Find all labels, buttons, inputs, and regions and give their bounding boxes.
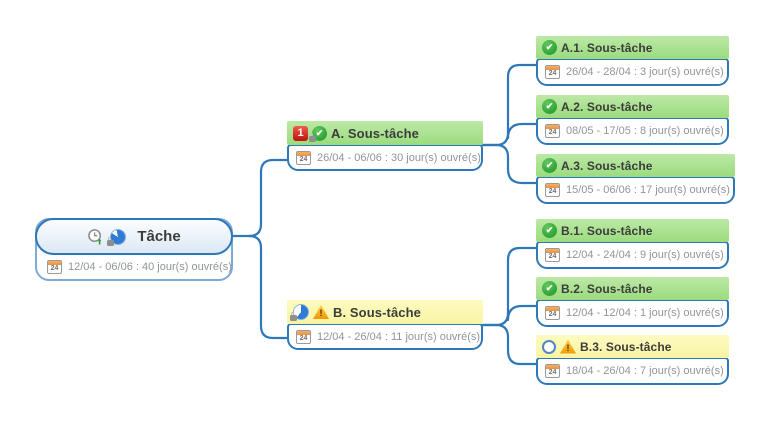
branch-line-a-a3: [481, 143, 541, 185]
topic-a[interactable]: 1 A. Sous-tâche 24 26/04 - 06/06 : 30 jo…: [287, 121, 483, 171]
topic-root-shape[interactable]: Tâche: [35, 218, 233, 255]
topic-date-panel[interactable]: 24 12/04 - 24/04 : 9 jour(s) ouvré(s): [536, 241, 729, 269]
topic-bar[interactable]: B.3. Sous-tâche: [536, 335, 729, 358]
branch-line-root-a: [231, 158, 292, 238]
calendar-icon: 24: [545, 248, 560, 262]
warning-icon[interactable]: [313, 305, 329, 319]
calendar-icon: 24: [545, 306, 560, 320]
progress-complete-icon[interactable]: [542, 281, 557, 296]
date-text: 12/04 - 12/04 : 1 jour(s) ouvré(s): [566, 307, 724, 319]
topic-title: Tâche: [137, 228, 181, 245]
progress-complete-icon[interactable]: [542, 158, 557, 173]
date-text: 12/04 - 26/04 : 11 jour(s) ouvré(s): [317, 330, 481, 343]
topic-bar[interactable]: B.1. Sous-tâche: [536, 219, 729, 242]
topic-title: A. Sous-tâche: [331, 125, 419, 141]
topic-title: A.3. Sous-tâche: [561, 158, 653, 173]
branch-line-root-b: [247, 234, 292, 340]
date-text: 12/04 - 06/06 : 40 jour(s) ouvré(s): [68, 260, 232, 273]
topic-b2[interactable]: B.2. Sous-tâche 24 12/04 - 12/04 : 1 jou…: [536, 277, 729, 327]
date-text: 08/05 - 17/05 : 8 jour(s) ouvré(s): [566, 125, 724, 137]
topic-title: B.2. Sous-tâche: [561, 281, 653, 296]
calendar-icon: 24: [545, 364, 560, 378]
topic-a2[interactable]: A.2. Sous-tâche 24 08/05 - 17/05 : 8 jou…: [536, 95, 729, 145]
date-text: 12/04 - 24/04 : 9 jour(s) ouvré(s): [566, 249, 724, 261]
topic-date-panel[interactable]: 24 26/04 - 06/06 : 30 jour(s) ouvré(s): [287, 144, 483, 171]
lock-icon: [309, 132, 316, 142]
progress-complete-icon[interactable]: [309, 125, 327, 142]
topic-date-panel[interactable]: 24 15/05 - 06/06 : 17 jour(s) ouvré(s): [536, 176, 735, 204]
date-text: 26/04 - 28/04 : 3 jour(s) ouvré(s): [566, 66, 724, 78]
branch-line-b-b3: [481, 323, 541, 366]
calendar-icon: 24: [545, 124, 560, 138]
topic-title: B.3. Sous-tâche: [580, 339, 672, 354]
topic-b[interactable]: B. Sous-tâche 24 12/04 - 26/04 : 11 jour…: [287, 300, 483, 350]
branch-line-a-a2: [506, 122, 541, 140]
calendar-icon: 24: [296, 329, 311, 344]
clock-icon[interactable]: [87, 228, 105, 245]
topic-a1[interactable]: A.1. Sous-tâche 24 26/04 - 28/04 : 3 jou…: [536, 36, 729, 86]
topic-bar[interactable]: B.2. Sous-tâche: [536, 277, 729, 300]
topic-title: A.1. Sous-tâche: [561, 40, 653, 55]
topic-title: B.1. Sous-tâche: [561, 223, 653, 238]
calendar-icon: 24: [296, 150, 311, 165]
date-text: 15/05 - 06/06 : 17 jour(s) ouvré(s): [566, 184, 730, 196]
topic-bar[interactable]: A.3. Sous-tâche: [536, 154, 735, 177]
progress-pie-icon[interactable]: [107, 228, 127, 246]
progress-pie-icon[interactable]: [290, 304, 309, 321]
date-text: 26/04 - 06/06 : 30 jour(s) ouvré(s): [317, 151, 481, 164]
topic-bar[interactable]: B. Sous-tâche: [287, 300, 483, 324]
topic-title: B. Sous-tâche: [333, 304, 421, 320]
branch-line-a-a1: [481, 63, 541, 147]
progress-empty-icon[interactable]: [542, 339, 556, 354]
topic-date-panel[interactable]: 24 12/04 - 26/04 : 11 jour(s) ouvré(s): [287, 323, 483, 350]
topic-date-panel[interactable]: 24 12/04 - 06/06 : 40 jour(s) ouvré(s): [47, 254, 232, 279]
branch-line-b-b2: [506, 304, 541, 322]
topic-root[interactable]: Tâche 24 12/04 - 06/06 : 40 jour(s) ouvr…: [35, 218, 233, 281]
warning-icon[interactable]: [560, 339, 576, 354]
lock-icon: [290, 312, 297, 321]
topic-date-panel[interactable]: 24 08/05 - 17/05 : 8 jour(s) ouvré(s): [536, 117, 729, 145]
progress-complete-icon[interactable]: [542, 40, 557, 55]
priority-1-icon[interactable]: 1: [293, 125, 308, 141]
topic-date-panel[interactable]: 24 26/04 - 28/04 : 3 jour(s) ouvré(s): [536, 58, 729, 86]
topic-b3[interactable]: B.3. Sous-tâche 24 18/04 - 26/04 : 7 jou…: [536, 335, 729, 385]
calendar-icon: 24: [47, 259, 62, 274]
topic-bar[interactable]: A.1. Sous-tâche: [536, 36, 729, 59]
calendar-icon: 24: [545, 183, 560, 197]
topic-date-panel[interactable]: 24 18/04 - 26/04 : 7 jour(s) ouvré(s): [536, 357, 729, 385]
date-text: 18/04 - 26/04 : 7 jour(s) ouvré(s): [566, 365, 724, 377]
topic-title: A.2. Sous-tâche: [561, 99, 653, 114]
lock-icon: [107, 236, 115, 246]
calendar-icon: 24: [545, 65, 560, 79]
progress-complete-icon[interactable]: [542, 99, 557, 114]
topic-a3[interactable]: A.3. Sous-tâche 24 15/05 - 06/06 : 17 jo…: [536, 154, 735, 204]
topic-bar[interactable]: A.2. Sous-tâche: [536, 95, 729, 118]
progress-complete-icon[interactable]: [542, 223, 557, 238]
branch-line-b-b1: [481, 246, 541, 327]
topic-bar[interactable]: 1 A. Sous-tâche: [287, 121, 483, 145]
topic-date-panel[interactable]: 24 12/04 - 12/04 : 1 jour(s) ouvré(s): [536, 299, 729, 327]
topic-b1[interactable]: B.1. Sous-tâche 24 12/04 - 24/04 : 9 jou…: [536, 219, 729, 269]
